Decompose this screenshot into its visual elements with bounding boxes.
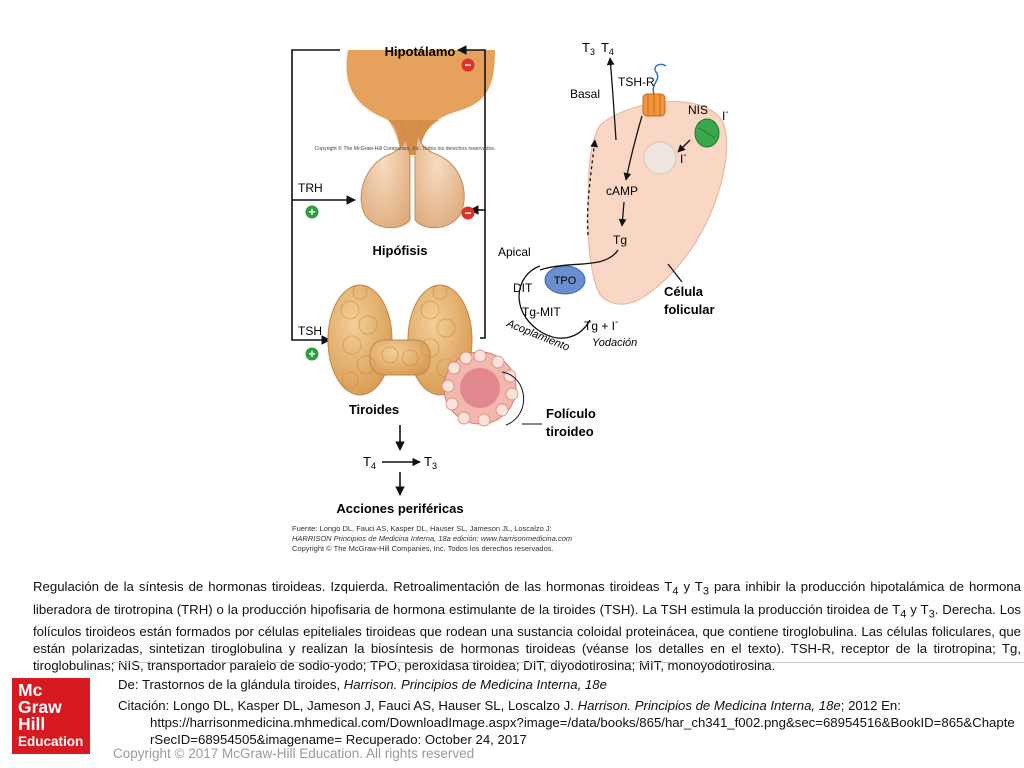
follicular-cell-label-line1: Célula [664,284,704,299]
svg-text:−: − [464,206,471,220]
hypothalamus-shape [346,50,495,155]
nis-transporter-icon [694,118,720,148]
cell-pathway-arrows [518,57,691,339]
thyroid-regulation-diagram: Hipotálamo Hipófisis TRH TSH − + − + [291,40,729,553]
source-line-2: HARRISON Principios de Medicina Interna,… [292,534,572,543]
tsh-receptor-icon [642,63,667,117]
minus-sign-pituitary: − [461,206,475,220]
plus-sign-tsh: + [305,347,319,361]
follicle-shape [441,349,519,427]
tg-mit-label: Tg-MIT [522,305,561,319]
footer-copyright: Copyright © 2017 McGraw-Hill Education. … [113,746,475,761]
camp-label: cAMP [606,184,638,198]
svg-text:+: + [308,205,315,219]
dit-label: DIT [513,281,533,295]
mcgraw-hill-education-logo: Mc Graw Hill Education [12,678,90,754]
thyroid-label: Tiroides [349,402,399,417]
figure-copyright: Copyright © The McGraw-Hill Companies, I… [315,145,496,152]
divider [112,662,1024,663]
nis-label: NIS [688,103,708,117]
citation-url[interactable]: https://harrisonmedicina.mhmedical.com/D… [150,715,1015,747]
follicle-label-line1: Folículo [546,406,596,421]
follicular-cell-label-line2: folicular [664,302,715,317]
tpo-label: TPO [554,275,577,287]
svg-text:+: + [308,347,315,361]
t4-output-label: T4 [363,454,376,471]
tsh-r-label: TSH-R [618,75,655,89]
follicular-cell-shape [587,101,728,305]
source-line-3: Copyright © The McGraw-Hill Companies, I… [292,544,554,553]
minus-sign-top: − [461,58,475,72]
pituitary-shape [360,119,465,229]
source-line-1: Fuente: Longo DL, Fauci AS, Kasper DL, H… [292,524,552,533]
trh-label: TRH [298,181,323,195]
basal-label: Basal [570,87,600,101]
citation: Citación: Longo DL, Kasper DL, Jameson J… [118,697,1018,748]
t3-output-label: T3 [424,454,437,471]
peripheral-actions-label: Acciones periféricas [336,501,463,516]
plus-sign-trh: + [305,205,319,219]
follicle-bracket [501,371,524,426]
figure-caption: Regulación de la síntesis de hormonas ti… [33,579,1021,674]
follicle-label-line2: tiroideo [546,424,594,439]
iodide-inside-label: I- [680,150,687,166]
iodination-label: Yodación [592,337,637,349]
tg-plus-iodide-label: Tg + I- [584,317,618,333]
tg-label: Tg [613,233,627,247]
iodide-outside-label: I- [722,107,729,123]
tsh-label: TSH [298,324,322,338]
pituitary-label: Hipófisis [373,243,428,258]
apical-label: Apical [498,245,531,259]
svg-text:−: − [464,58,471,72]
coupling-label: Acoplamiento [504,317,571,353]
source-chapter: De: Trastornos de la glándula tiroides, … [118,677,607,692]
hypothalamus-label: Hipotálamo [385,44,456,59]
